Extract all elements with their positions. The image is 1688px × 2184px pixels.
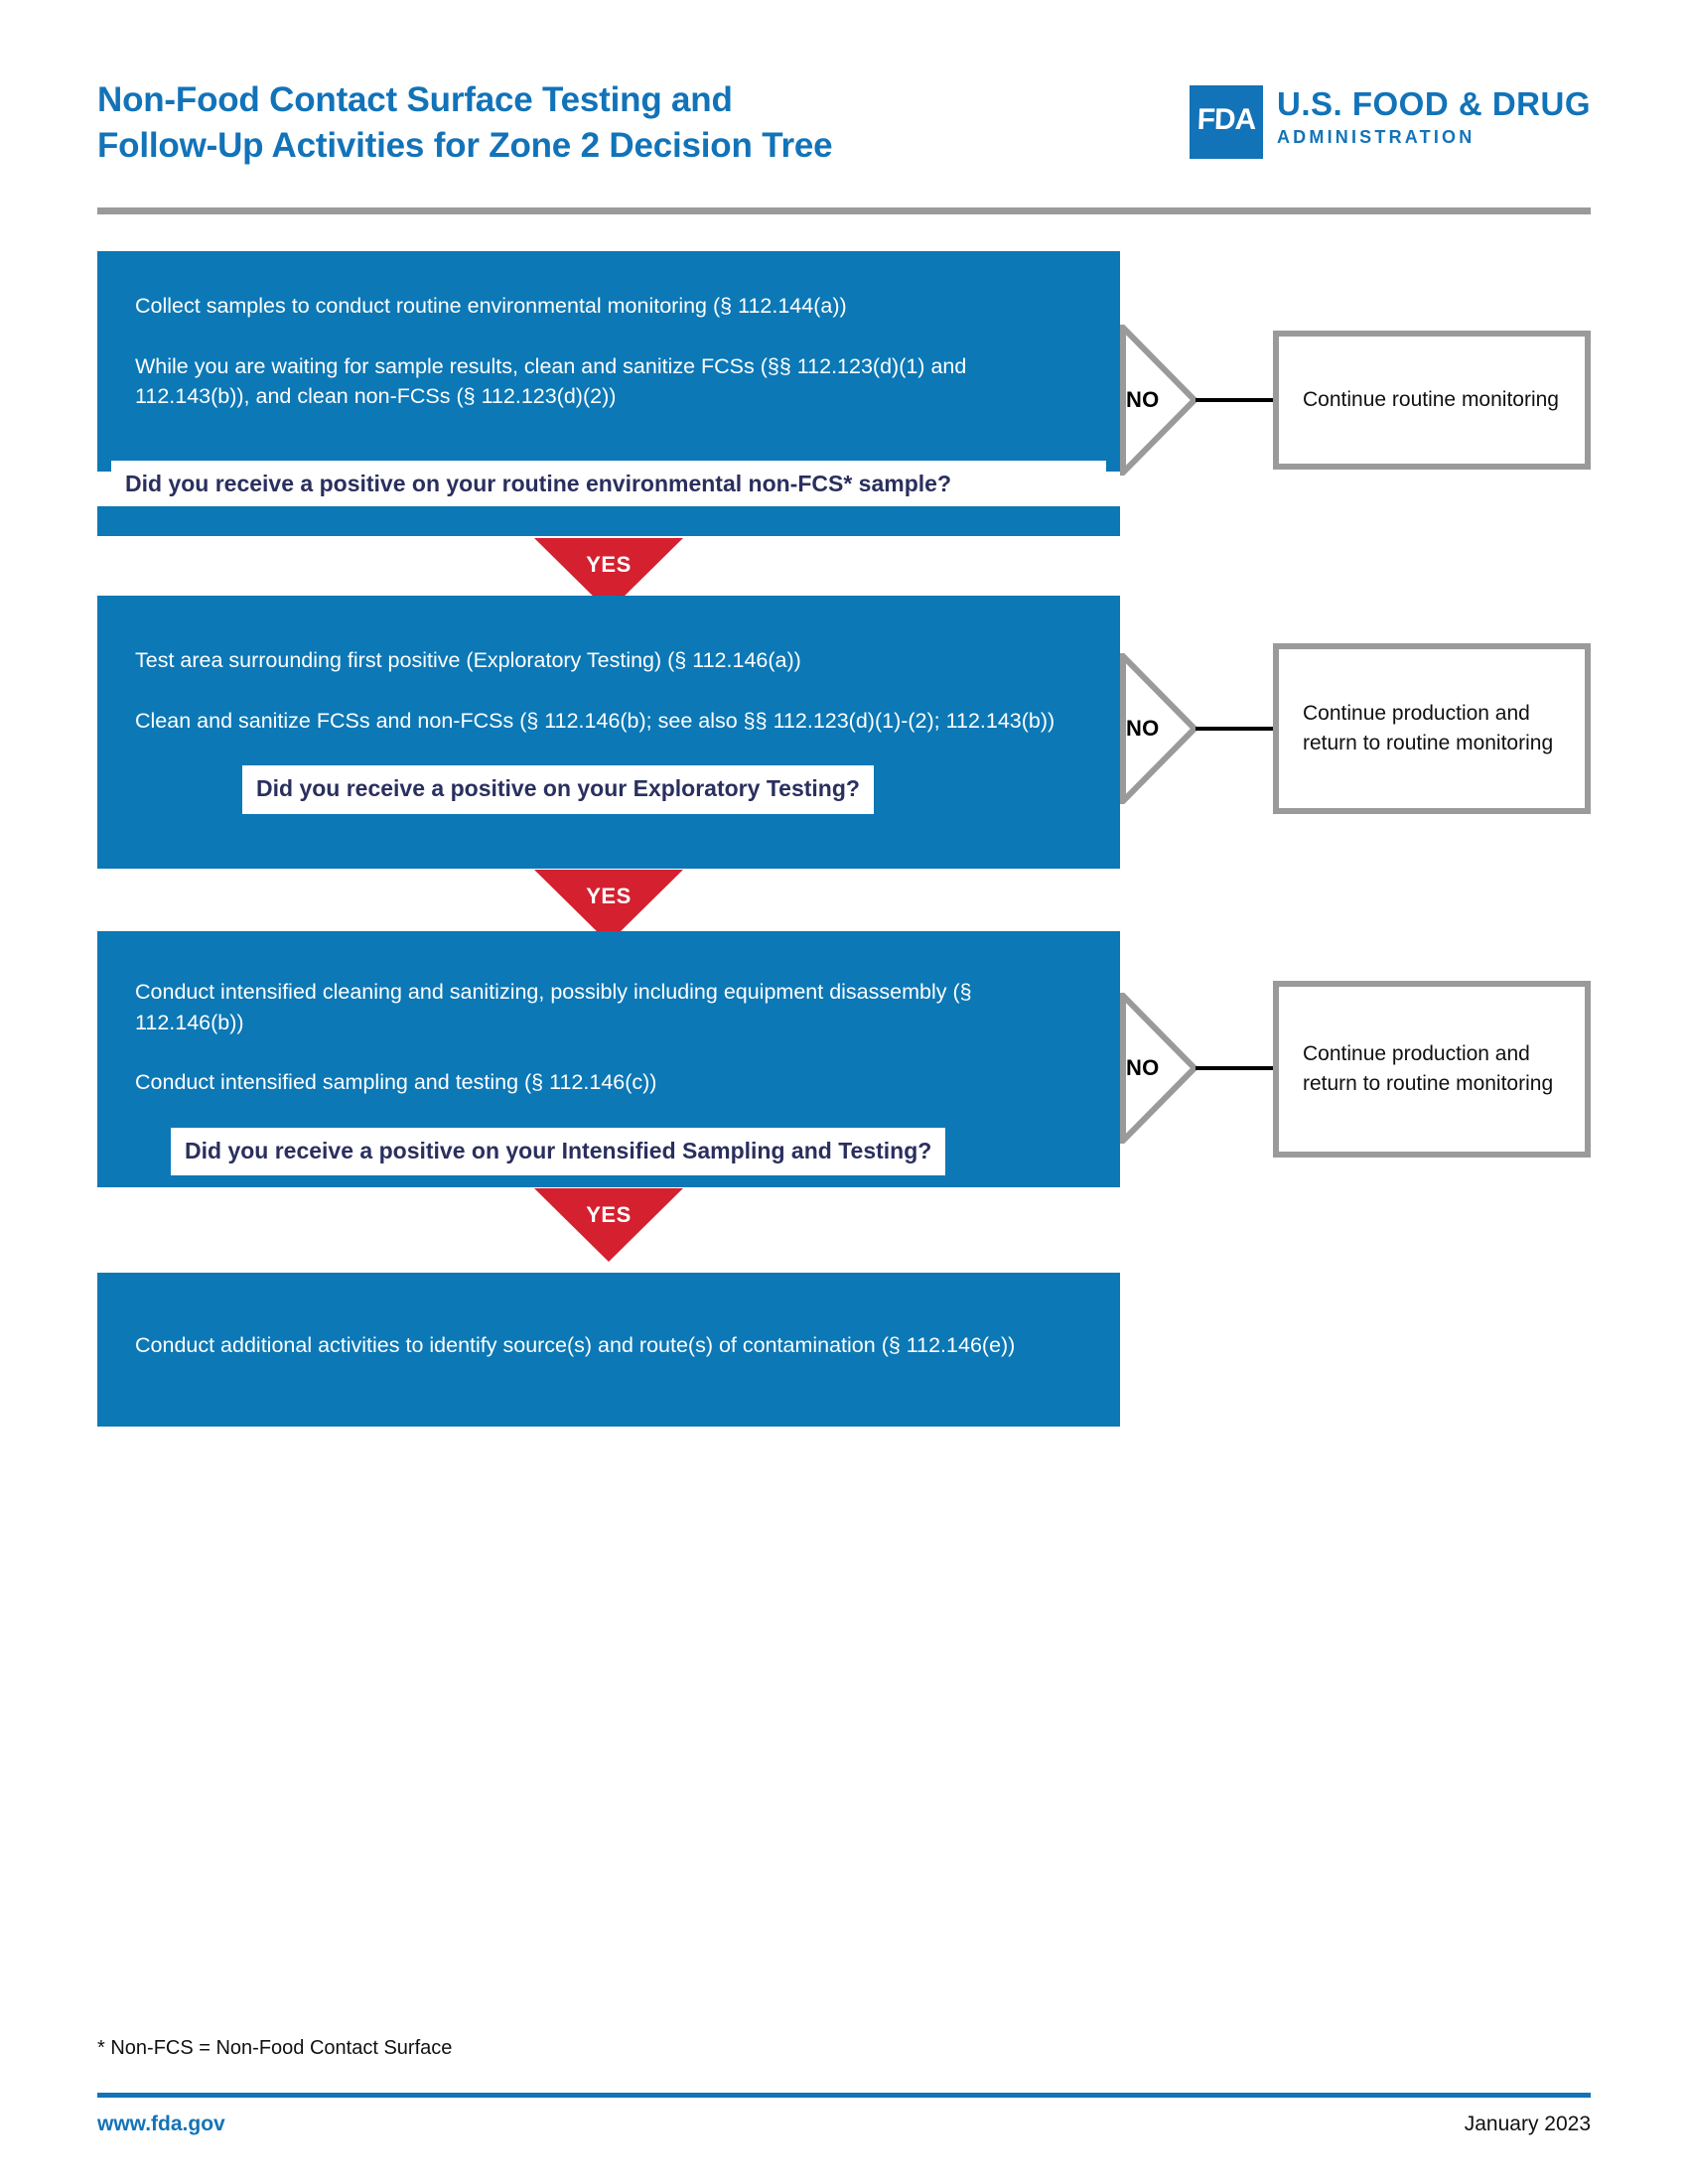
stage-3-box: Conduct intensified cleaning and sanitiz…	[97, 931, 1120, 1187]
footnote: * Non-FCS = Non-Food Contact Surface	[97, 2037, 453, 2059]
stage-3-yes-label: YES	[586, 1202, 632, 1227]
stage-2-no-connector	[1196, 727, 1273, 731]
stage-2-question-wrap: Did you receive a positive on your Explo…	[135, 765, 1082, 814]
stage-3-line-1: Conduct intensified cleaning and sanitiz…	[135, 980, 972, 1034]
fda-logo-mark-icon: FDA	[1189, 85, 1263, 159]
stage-3-body: Conduct intensified cleaning and sanitiz…	[135, 977, 1082, 1176]
stage-1-box-footer	[97, 506, 1120, 536]
stage-3-no-label: NO	[1126, 1055, 1160, 1080]
stage-2-body: Test area surrounding first positive (Ex…	[135, 645, 1082, 814]
fda-logo: FDA U.S. FOOD & DRUG ADMINISTRATION	[1189, 85, 1591, 159]
stage-1-no-connector	[1196, 398, 1273, 402]
stage-1-question-wrap: Did you receive a positive on your routi…	[111, 461, 1106, 509]
stage-3-line-2: Conduct intensified sampling and testing…	[135, 1070, 657, 1095]
stage-3-no-branch: NO	[1120, 993, 1597, 1144]
stage-2-no-label: NO	[1126, 716, 1160, 741]
stage-2-outcome-text: Continue production and return to routin…	[1303, 701, 1554, 754]
stage-2-line-1: Test area surrounding first positive (Ex…	[135, 648, 801, 672]
publication-date: January 2023	[1464, 2113, 1591, 2135]
page-header: Non-Food Contact Surface Testing and Fol…	[97, 77, 1591, 197]
stage-2-question: Did you receive a positive on your Explo…	[242, 765, 874, 814]
stage-3-yes-triangle-icon	[534, 1188, 683, 1262]
stage-1-outcome-text: Continue routine monitoring	[1303, 387, 1559, 411]
stage-4-body: Conduct additional activities to identif…	[135, 1330, 1082, 1361]
stage-1-yes-label: YES	[586, 552, 632, 577]
stage-1-no-triangle-icon	[1120, 325, 1197, 476]
stage-3-no-triangle-icon	[1120, 993, 1197, 1144]
stage-2-no-branch: NO	[1120, 653, 1597, 804]
stage-1-no-label: NO	[1126, 387, 1160, 412]
stage-3-yes-arrow: YES	[534, 1188, 683, 1262]
fda-website-link[interactable]: www.fda.gov	[97, 2113, 225, 2135]
stage-2-yes-triangle-icon	[534, 870, 683, 943]
stage-2-no-triangle-icon	[1120, 653, 1197, 804]
stage-2-yes-label: YES	[586, 884, 632, 908]
header-divider	[97, 207, 1591, 214]
fda-wordmark: U.S. FOOD & DRUG ADMINISTRATION	[1277, 85, 1591, 151]
stage-2-box: Test area surrounding first positive (Ex…	[97, 596, 1120, 869]
fda-wordmark-line-1: U.S. FOOD & DRUG	[1276, 85, 1591, 122]
stage-1-no-branch: NO	[1120, 325, 1597, 476]
stage-1-body: Collect samples to conduct routine envir…	[135, 291, 1082, 412]
stage-2-yes-arrow: YES	[534, 870, 683, 943]
stage-4-box: Conduct additional activities to identif…	[97, 1273, 1120, 1427]
footer-divider	[97, 2093, 1591, 2098]
stage-2-line-2: Clean and sanitize FCSs and non-FCSs (§ …	[135, 708, 1055, 733]
page-title: Non-Food Contact Surface Testing and Fol…	[97, 77, 1070, 169]
stage-3-outcome-text: Continue production and return to routin…	[1303, 1041, 1554, 1095]
stage-1-line-2: While you are waiting for sample results…	[135, 353, 967, 409]
stage-4-line-1: Conduct additional activities to identif…	[135, 1333, 1016, 1357]
stage-2-outcome-box: Continue production and return to routin…	[1273, 643, 1591, 814]
stage-1-box: Collect samples to conduct routine envir…	[97, 251, 1120, 472]
fda-wordmark-line-2: ADMINISTRATION	[1276, 126, 1476, 147]
stage-3-question: Did you receive a positive on your Inten…	[171, 1127, 946, 1176]
stage-3-outcome-box: Continue production and return to routin…	[1273, 981, 1591, 1158]
page-title-line-1: Non-Food Contact Surface Testing and	[97, 80, 733, 119]
stage-1-outcome-box: Continue routine monitoring	[1273, 331, 1591, 470]
stage-1-line-1: Collect samples to conduct routine envir…	[135, 294, 847, 318]
stage-1-question: Did you receive a positive on your routi…	[111, 461, 1106, 509]
page-title-line-2: Follow-Up Activities for Zone 2 Decision…	[97, 126, 833, 166]
stage-3-question-wrap: Did you receive a positive on your Inten…	[135, 1127, 1082, 1176]
stage-3-no-connector	[1196, 1066, 1273, 1070]
